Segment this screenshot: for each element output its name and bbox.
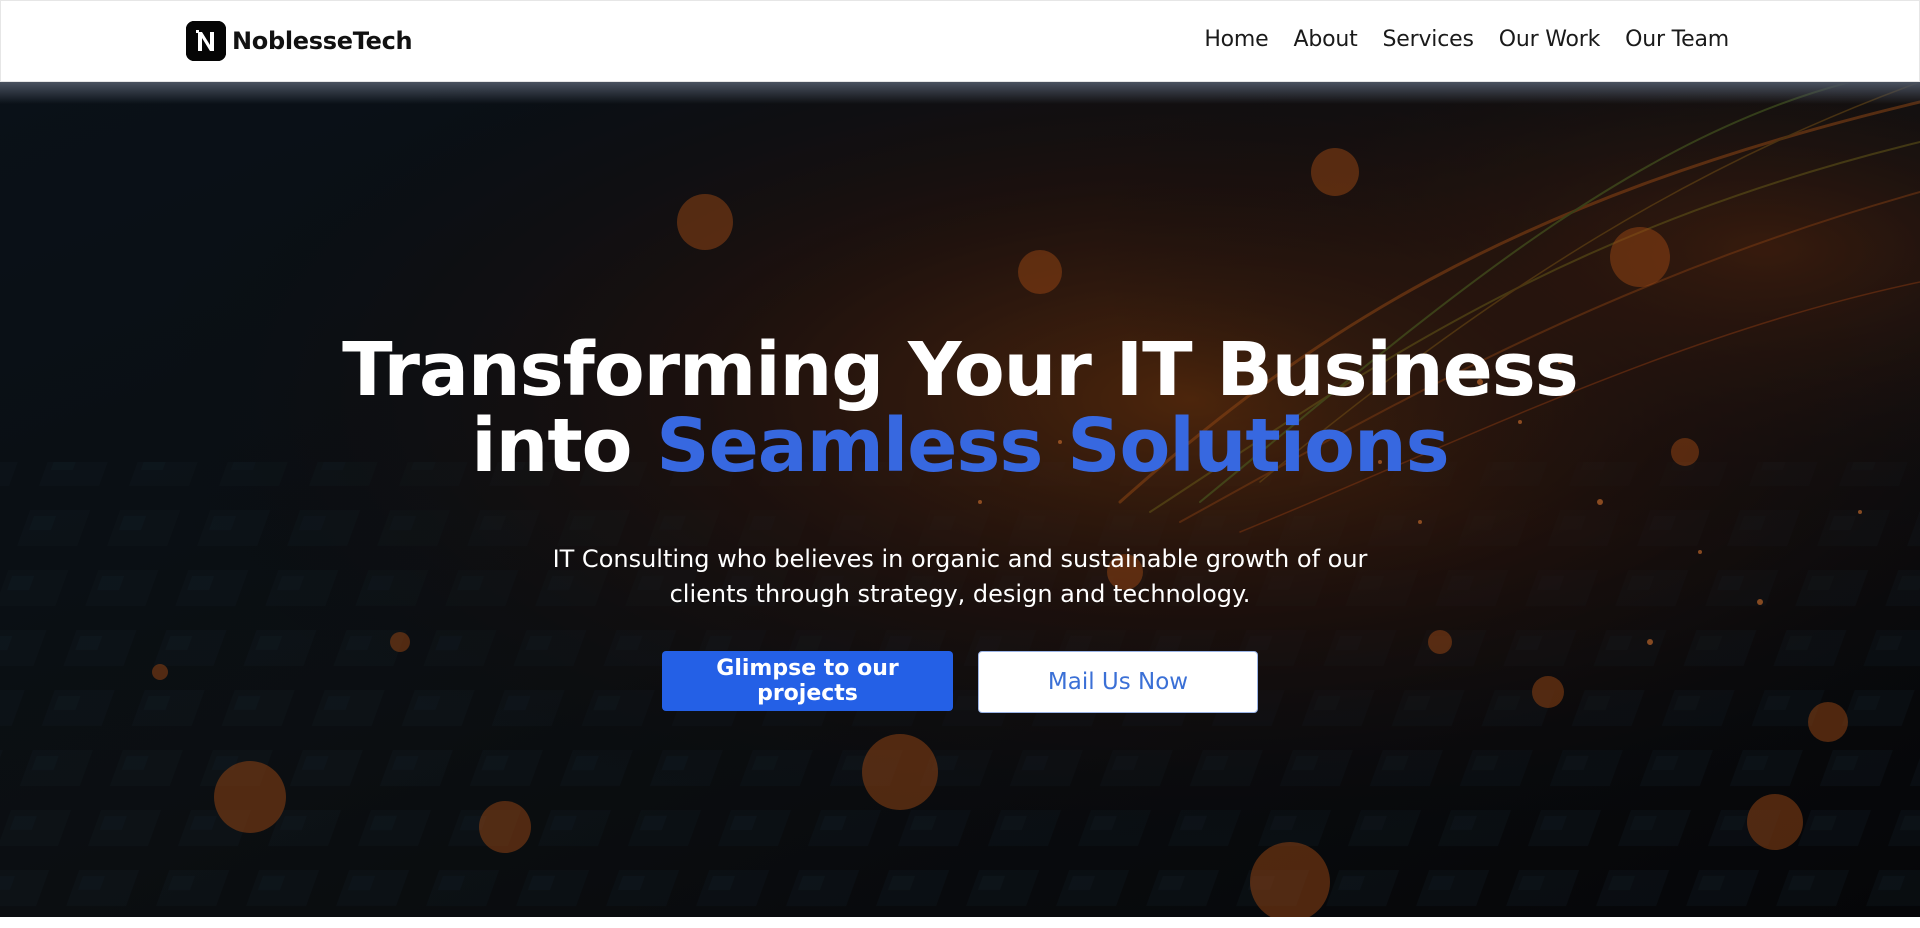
nav-link-our-work[interactable]: Our Work — [1498, 27, 1601, 52]
hero-content: Transforming Your IT Business into Seaml… — [0, 82, 1920, 917]
n-logo-icon — [186, 21, 226, 61]
nav-link-about[interactable]: About — [1293, 27, 1358, 52]
mail-us-now-button[interactable]: Mail Us Now — [978, 651, 1258, 713]
brand-logo-link[interactable]: NoblesseTech — [186, 21, 413, 61]
hero-headline: Transforming Your IT Business into Seaml… — [0, 332, 1920, 484]
main-nav: Home About Services Our Work Our Team — [1204, 27, 1729, 52]
glimpse-projects-button[interactable]: Glimpse to our projects — [662, 651, 953, 711]
headline-accent: Seamless Solutions — [656, 403, 1449, 489]
top-navbar: NoblesseTech Home About Services Our Wor… — [0, 0, 1920, 82]
subtitle-line-2: clients through strategy, design and tec… — [669, 580, 1251, 608]
hero-section: Transforming Your IT Business into Seaml… — [0, 82, 1920, 917]
nav-link-home[interactable]: Home — [1204, 27, 1269, 52]
nav-link-services[interactable]: Services — [1382, 27, 1474, 52]
headline-line-2-prefix: into — [471, 403, 632, 489]
brand-name: NoblesseTech — [232, 27, 413, 55]
hero-subtitle: IT Consulting who believes in organic an… — [0, 542, 1920, 612]
hero-background-image — [0, 82, 1920, 917]
subtitle-line-1: IT Consulting who believes in organic an… — [552, 545, 1368, 573]
hero-top-shadow — [0, 82, 1920, 104]
headline-line-1: Transforming Your IT Business — [342, 327, 1579, 413]
nav-link-our-team[interactable]: Our Team — [1625, 27, 1729, 52]
